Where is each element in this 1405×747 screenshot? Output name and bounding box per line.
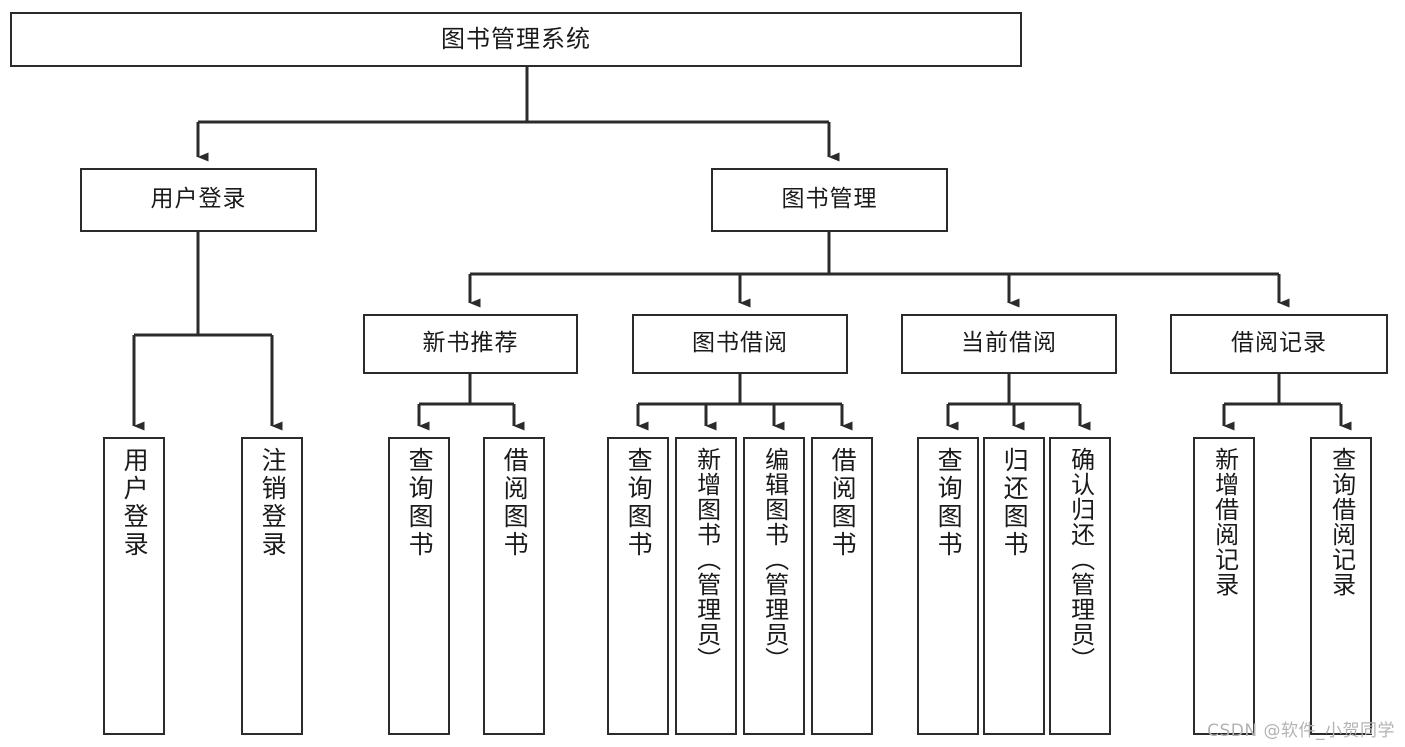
node-borrow-record-label: 借阅记录 [1231,330,1327,357]
node-current-borrow[interactable]: 当前借阅 [901,314,1117,374]
leaf-current-borrow-query[interactable]: 查询图书 [917,437,979,735]
node-book-management[interactable]: 图书管理 [711,168,948,232]
csdn-watermark: CSDN @软件_小贺同学 [1207,721,1395,741]
node-book-management-label: 图书管理 [781,186,878,213]
leaf-book-borrow-edit[interactable]: 编辑图书（管理员） [743,437,805,735]
leaf-book-borrow-query[interactable]: 查询图书 [607,437,669,735]
leaf-new-book-borrow[interactable]: 借阅图书 [483,437,545,735]
node-new-book-recommend-label: 新书推荐 [422,330,519,357]
leaf-current-borrow-confirm[interactable]: 确认归还（管理员） [1049,437,1111,735]
node-new-book-recommend[interactable]: 新书推荐 [363,314,578,374]
leaf-current-borrow-return-label: 归还图书 [1000,447,1030,559]
node-user-login[interactable]: 用户登录 [80,168,317,232]
leaf-book-borrow-add[interactable]: 新增图书（管理员） [675,437,737,735]
node-book-borrow[interactable]: 图书借阅 [632,314,848,374]
leaf-borrow-record-query[interactable]: 查询借阅记录 [1310,437,1372,735]
leaf-book-borrow-borrow[interactable]: 借阅图书 [811,437,873,735]
leaf-new-book-query-label: 查询图书 [405,447,435,559]
leaf-borrow-record-add-label: 新增借阅记录 [1210,447,1239,597]
leaf-user-login-signout-label: 注销登录 [258,447,288,559]
node-root-system[interactable]: 图书管理系统 [10,12,1022,67]
leaf-current-borrow-confirm-label: 确认归还（管理员） [1066,447,1095,672]
leaf-user-login-signout[interactable]: 注销登录 [241,437,303,735]
node-user-login-label: 用户登录 [150,186,247,213]
leaf-borrow-record-add[interactable]: 新增借阅记录 [1193,437,1255,735]
leaf-book-borrow-edit-label: 编辑图书（管理员） [760,447,789,672]
leaf-book-borrow-add-label: 新增图书（管理员） [692,447,721,672]
leaf-new-book-query[interactable]: 查询图书 [388,437,450,735]
leaf-user-login-signin[interactable]: 用户登录 [103,437,165,735]
node-book-borrow-label: 图书借阅 [692,330,788,357]
leaf-borrow-record-query-label: 查询借阅记录 [1327,447,1356,597]
node-root-system-label: 图书管理系统 [441,25,591,54]
leaf-current-borrow-query-label: 查询图书 [934,447,964,559]
leaf-book-borrow-query-label: 查询图书 [624,447,654,559]
node-current-borrow-label: 当前借阅 [961,330,1057,357]
leaf-current-borrow-return[interactable]: 归还图书 [983,437,1045,735]
leaf-user-login-signin-label: 用户登录 [120,447,150,559]
leaf-book-borrow-borrow-label: 借阅图书 [828,447,858,559]
node-borrow-record[interactable]: 借阅记录 [1170,314,1388,374]
leaf-new-book-borrow-label: 借阅图书 [500,447,530,559]
